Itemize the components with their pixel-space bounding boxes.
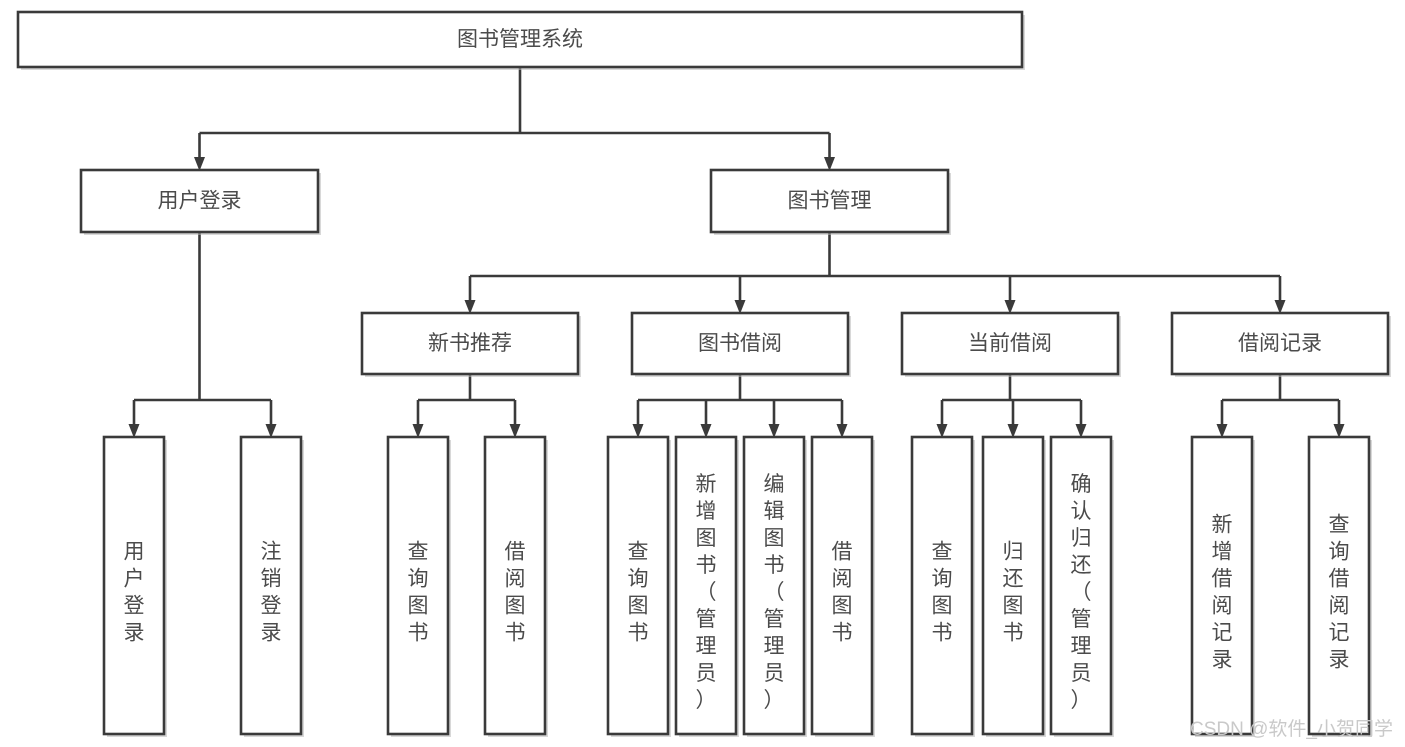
node-label: 借阅图书 <box>505 540 526 644</box>
node-leaf-logout[interactable]: 注销登录 <box>239 435 304 737</box>
node-book-manage[interactable]: 图书管理 <box>709 168 951 235</box>
node-label: 用户登录 <box>158 190 242 213</box>
node-box[interactable] <box>1307 435 1371 736</box>
node-leaf-query-book-borrow[interactable]: 查询图书 <box>606 435 671 737</box>
arrow-head-icon <box>128 424 140 438</box>
node-box[interactable] <box>709 168 950 234</box>
node-label: 编辑图书（管理员） <box>764 473 785 712</box>
node-label: 查询图书 <box>408 540 429 644</box>
node-box[interactable] <box>79 168 320 234</box>
node-box[interactable] <box>981 435 1045 736</box>
arrow-head-icon <box>700 424 712 438</box>
node-box[interactable] <box>910 435 974 736</box>
node-label: 确认归还（管理员） <box>1071 473 1092 712</box>
node-box[interactable] <box>674 435 738 736</box>
arrow-head-icon <box>1216 424 1228 438</box>
node-leaf-borrow-book-rec[interactable]: 借阅图书 <box>483 435 548 737</box>
node-label: 用户登录 <box>124 540 145 644</box>
node-box[interactable] <box>900 311 1120 376</box>
node-box[interactable] <box>239 435 303 736</box>
node-label: 图书借阅 <box>698 332 782 355</box>
node-label: 查询图书 <box>628 540 649 644</box>
node-label: 查询图书 <box>932 540 953 644</box>
node-label: 借阅记录 <box>1238 332 1322 355</box>
node-box[interactable] <box>1170 311 1390 376</box>
node-label: 新增借阅记录 <box>1212 513 1233 671</box>
node-box[interactable] <box>1190 435 1254 736</box>
arrow-head-icon <box>265 424 277 438</box>
node-leaf-return-book[interactable]: 归还图书 <box>981 435 1046 737</box>
node-label: 图书管理系统 <box>457 28 583 51</box>
arrow-head-icon <box>836 424 848 438</box>
arrow-head-icon <box>1075 424 1087 438</box>
arrow-head-icon <box>464 300 476 314</box>
connector-layer <box>128 67 1345 438</box>
arrow-head-icon <box>936 424 948 438</box>
node-leaf-query-book-rec[interactable]: 查询图书 <box>386 435 451 737</box>
arrow-head-icon <box>1004 300 1016 314</box>
arrow-head-icon <box>734 300 746 314</box>
node-user-login[interactable]: 用户登录 <box>79 168 321 235</box>
arrow-head-icon <box>1274 300 1286 314</box>
node-current-borrow[interactable]: 当前借阅 <box>900 311 1121 377</box>
node-leaf-borrow-book[interactable]: 借阅图书 <box>810 435 875 737</box>
node-leaf-add-record[interactable]: 新增借阅记录 <box>1190 435 1255 737</box>
arrow-head-icon <box>412 424 424 438</box>
node-box[interactable] <box>102 435 166 736</box>
node-label: 当前借阅 <box>968 332 1052 355</box>
node-label: 归还图书 <box>1003 540 1024 644</box>
node-box[interactable] <box>386 435 450 736</box>
node-leaf-confirm-return[interactable]: 确认归还（管理员） <box>1049 435 1114 737</box>
arrow-head-icon <box>1333 424 1345 438</box>
node-box[interactable] <box>810 435 874 736</box>
arrow-head-icon <box>194 157 205 171</box>
arrow-head-icon <box>1007 424 1019 438</box>
arrow-head-icon <box>768 424 780 438</box>
node-leaf-query-book-cur[interactable]: 查询图书 <box>910 435 975 737</box>
node-box[interactable] <box>606 435 670 736</box>
node-book-borrow[interactable]: 图书借阅 <box>630 311 851 377</box>
node-leaf-query-record[interactable]: 查询借阅记录 <box>1307 435 1372 737</box>
node-label: 图书管理 <box>788 190 872 213</box>
node-layer: 图书管理系统用户登录图书管理新书推荐图书借阅当前借阅借阅记录用户登录注销登录查询… <box>16 10 1391 737</box>
arrow-head-icon <box>509 424 521 438</box>
node-label: 借阅图书 <box>832 540 853 644</box>
node-box[interactable] <box>483 435 547 736</box>
node-leaf-user-login[interactable]: 用户登录 <box>102 435 167 737</box>
node-label: 新书推荐 <box>428 332 512 355</box>
node-leaf-add-book[interactable]: 新增图书（管理员） <box>674 435 739 737</box>
node-borrow-record[interactable]: 借阅记录 <box>1170 311 1391 377</box>
node-leaf-edit-book[interactable]: 编辑图书（管理员） <box>742 435 807 737</box>
arrow-head-icon <box>824 157 835 171</box>
node-box[interactable] <box>16 10 1024 69</box>
node-box[interactable] <box>1049 435 1113 736</box>
arrow-head-icon <box>632 424 644 438</box>
node-box[interactable] <box>360 311 580 376</box>
node-label: 新增图书（管理员） <box>696 473 717 712</box>
node-new-book-recommend[interactable]: 新书推荐 <box>360 311 581 377</box>
node-box[interactable] <box>630 311 850 376</box>
node-label: 查询借阅记录 <box>1329 513 1350 671</box>
node-box[interactable] <box>742 435 806 736</box>
node-label: 注销登录 <box>261 540 282 644</box>
node-root[interactable]: 图书管理系统 <box>16 10 1025 70</box>
